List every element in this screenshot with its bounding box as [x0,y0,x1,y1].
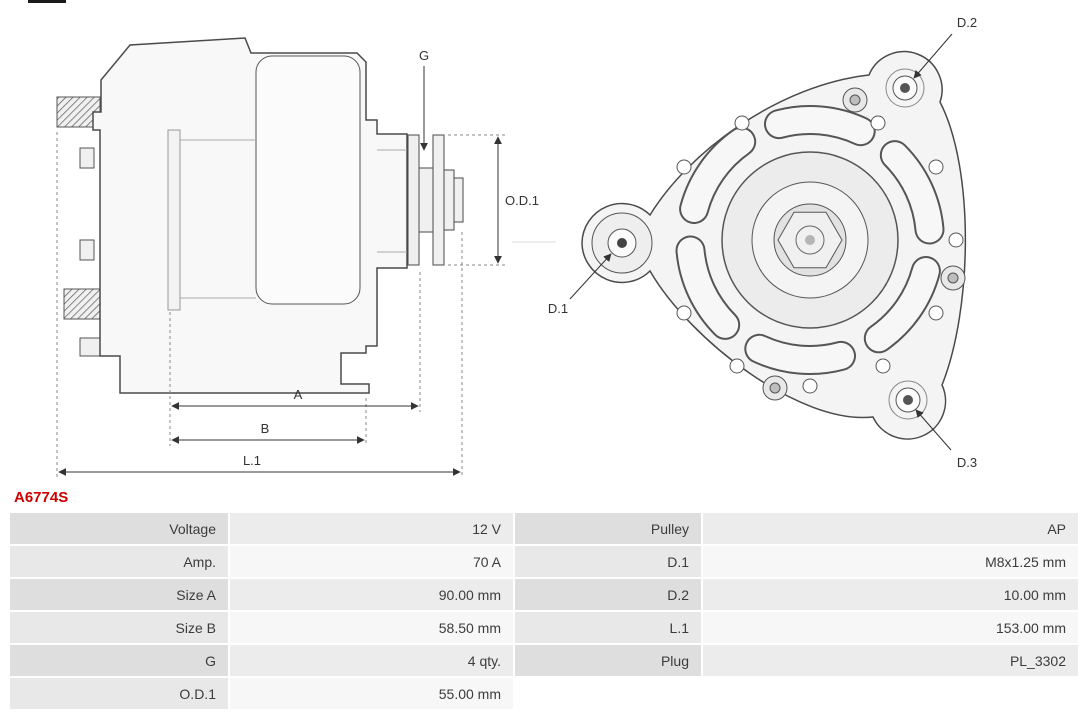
spec-value: PL_3302 [703,645,1078,676]
mounting-flange [167,129,181,311]
spec-value: 70 A [230,546,513,577]
pointer-d3 [915,409,952,451]
spec-label: D.2 [515,579,701,610]
spec-value: 10.00 mm [703,579,1078,610]
stator-section [255,55,361,305]
pulley [407,134,464,266]
spec-value: 153.00 mm [703,612,1078,643]
scan-artifact [28,0,66,3]
rear-tab [79,147,95,169]
rear-tab [79,239,95,261]
spec-value: 58.50 mm [230,612,513,643]
table-row: G 4 qty. Plug PL_3302 [10,645,1078,676]
spec-label: Voltage [10,513,228,544]
pointer-d1 [569,253,612,300]
through-bolts [762,87,966,401]
alternator-technical-diagram: G O.D.1 A B L.1 [28,0,977,478]
spec-value-empty [703,678,1078,709]
spec-value: 90.00 mm [230,579,513,610]
spec-label: O.D.1 [10,678,228,709]
spec-value: 12 V [230,513,513,544]
spec-table: Voltage 12 V Pulley AP Amp. 70 A D.1 M8x… [8,511,1080,711]
dim-label-od1: O.D.1 [505,193,539,208]
part-number: A6774S [14,489,69,506]
dim-label-g: G [419,48,429,63]
table-row: O.D.1 55.00 mm [10,678,1078,709]
spec-label: Size B [10,612,228,643]
spec-label: Amp. [10,546,228,577]
rear-foot [79,337,101,357]
mounting-lug-d1 [591,212,653,274]
table-row: Amp. 70 A D.1 M8x1.25 mm [10,546,1078,577]
terminal-stud-icon [63,288,101,320]
shaft-nut [453,177,464,223]
dim-label-d1: D.1 [548,301,568,316]
side-view: G O.D.1 A B L.1 [56,37,539,478]
spec-value: 4 qty. [230,645,513,676]
spec-value: AP [703,513,1078,544]
cooling-slots [675,105,945,375]
pointer-d2 [913,33,953,79]
dim-label-b: B [261,421,270,436]
spec-label: Pulley [515,513,701,544]
spec-label: G [10,645,228,676]
front-view: D.2 D.1 D.3 [548,15,977,470]
table-row: Size A 90.00 mm D.2 10.00 mm [10,579,1078,610]
spec-label: D.1 [515,546,701,577]
spec-label-empty [515,678,701,709]
dim-label-a: A [294,387,303,402]
dim-label-l1: L.1 [243,453,261,468]
spec-label: L.1 [515,612,701,643]
pulley-flange [407,134,420,266]
pulley-flange [432,134,445,266]
pulley-groove-hub [418,167,434,233]
spec-value: 55.00 mm [230,678,513,709]
table-row: Voltage 12 V Pulley AP [10,513,1078,544]
spec-label: Size A [10,579,228,610]
table-row: Size B 58.50 mm L.1 153.00 mm [10,612,1078,643]
dim-label-d3: D.3 [957,455,977,470]
pulley-nut-assembly [721,151,899,329]
dim-label-d2: D.2 [957,15,977,30]
shaft-nut [443,169,455,231]
mounting-lug-d3 [888,380,928,420]
spec-label: Plug [515,645,701,676]
mounting-lug-d2 [885,68,925,108]
vent-holes [676,115,964,394]
diagram-area: G O.D.1 A B L.1 [28,0,977,478]
spec-value: M8x1.25 mm [703,546,1078,577]
